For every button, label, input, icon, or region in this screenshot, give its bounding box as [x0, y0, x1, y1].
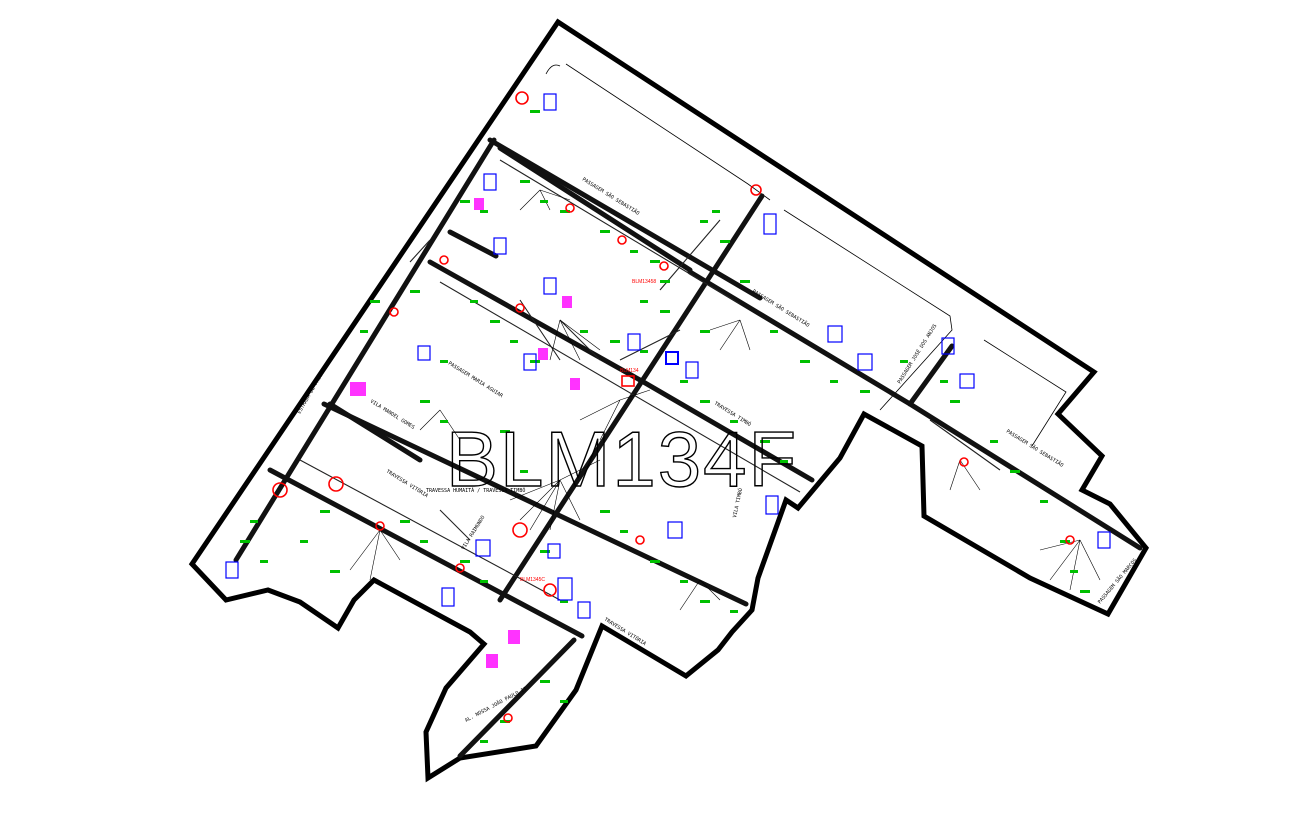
legend-table-icon: [941, 337, 955, 355]
legend-table-icon: [765, 495, 779, 515]
network-main-lines: [233, 137, 1143, 759]
legend-table-icon: [577, 601, 591, 619]
circle-marker-icon: [328, 476, 344, 492]
legend-table-icon: [547, 543, 561, 559]
transformer-icon: [621, 375, 635, 387]
circle-marker-icon: [543, 583, 557, 597]
legend-table-icon: [1097, 531, 1111, 549]
circuit-code-north: BLM13458: [632, 279, 656, 285]
legend-table-icon: [959, 373, 975, 389]
legend-table-icon: [627, 333, 641, 351]
legend-table-icon: [827, 325, 843, 343]
legend-table-icon: [538, 348, 548, 360]
circle-marker-icon: [272, 482, 288, 498]
circle-marker-icon: [515, 91, 529, 105]
legend-table-icon: [857, 353, 873, 371]
legend-table-icon: [475, 539, 491, 557]
legend-table-icon: [557, 577, 573, 601]
legend-table-icon: [667, 521, 683, 539]
circuit-code-south: BLM1345C: [520, 577, 545, 583]
legend-table-icon: [225, 561, 239, 579]
network-branch-lines: [299, 159, 1001, 601]
legend-table-icon: [483, 173, 497, 191]
highlight-markers: [272, 91, 1075, 723]
legend-table-icon: [543, 277, 557, 295]
legend-table-icon: [350, 382, 366, 396]
legend-table-icon: [493, 237, 507, 255]
legend-table-icon: [685, 361, 699, 379]
map-title: BLM134F: [446, 415, 798, 503]
legend-table-icon: [474, 198, 484, 210]
transformer-tables: [225, 93, 1111, 619]
legend-table-icon: [570, 378, 580, 390]
transformer-icon: [665, 351, 679, 365]
circle-marker-icon: [750, 184, 762, 196]
area-boundary: [188, 18, 1150, 783]
special-tables: [350, 198, 580, 668]
legend-table-icon: [523, 353, 537, 371]
legend-table-icon: [486, 654, 498, 668]
legend-table-icon: [763, 213, 777, 235]
block-outlines: [545, 63, 1067, 447]
circuit-code-center: BLM134: [620, 368, 639, 374]
legend-table-icon: [508, 630, 520, 644]
legend-table-icon: [543, 93, 557, 111]
pole-labels: [240, 110, 1090, 743]
street-label: TRAVESSA HUMAITÁ / TRAVESSA TIMBÓ: [426, 487, 525, 494]
circle-marker-icon: [512, 522, 528, 538]
legend-table-icon: [562, 296, 572, 308]
legend-table-icon: [441, 587, 455, 607]
legend-table-icon: [417, 345, 431, 361]
